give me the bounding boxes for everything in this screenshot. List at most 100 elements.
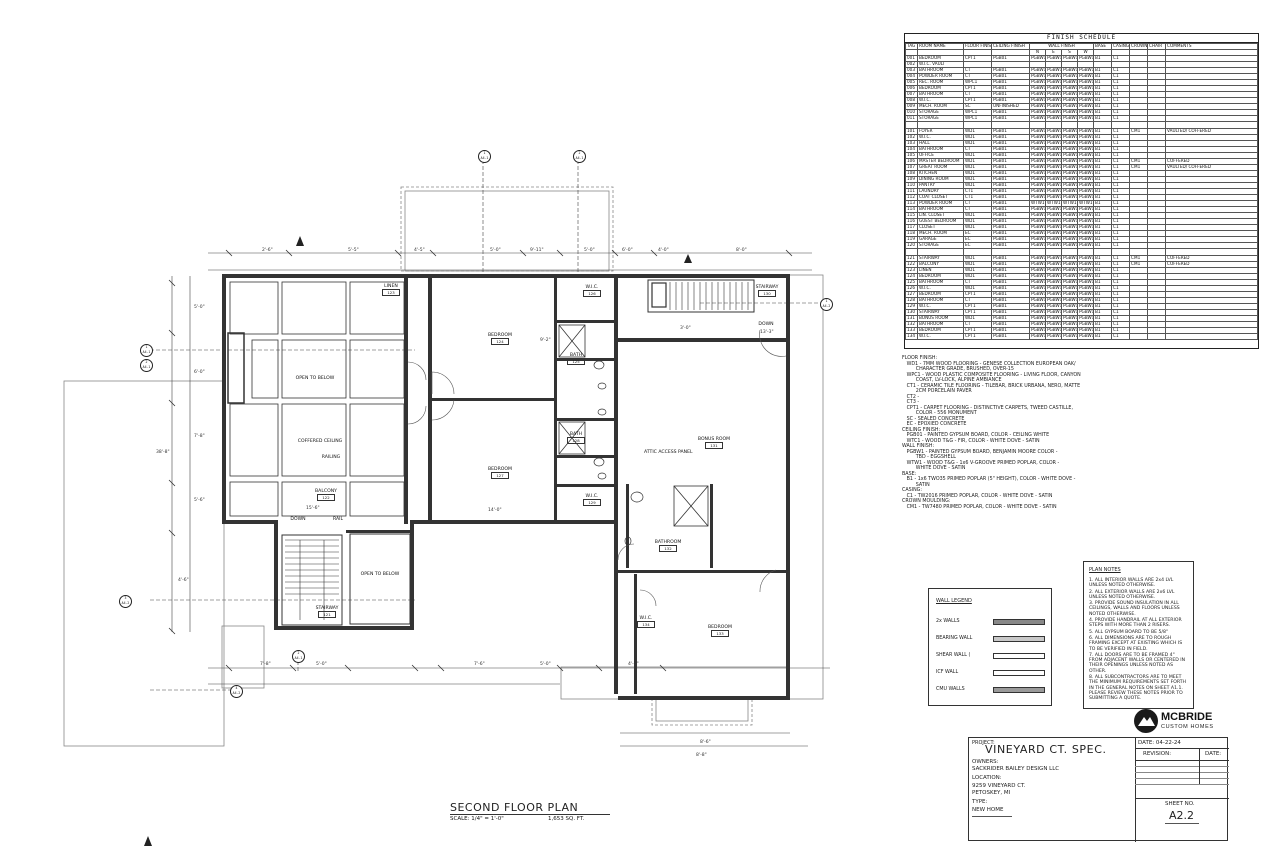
room-coffered-ceiling: COFFERED CEILING <box>296 439 344 444</box>
schedule-cell: PGBW1 <box>1061 224 1078 231</box>
schedule-cell: PGBW1 <box>1076 303 1095 310</box>
schedule-cell: PGBW1 <box>1029 194 1046 201</box>
schedule-cell: PGBW1 <box>1029 333 1046 340</box>
plan-note-item: 6. ALL DIMENSIONS ARE TO ROUGH FRAMING E… <box>1089 635 1183 652</box>
schedule-cell: PGBW1 <box>1076 67 1095 74</box>
dimension-ticks <box>168 249 793 672</box>
schedule-cell <box>1147 121 1167 129</box>
revision-date-label: DATE: <box>1205 751 1222 757</box>
schedule-cell: PGBW1 <box>1061 67 1078 74</box>
room-number: 134 <box>637 621 655 628</box>
room-name: STAIRWAY <box>755 285 779 290</box>
schedule-cell: PGBW1 <box>1061 91 1078 98</box>
sheet-label: SHEET NO. <box>1165 801 1195 807</box>
schedule-subheader-row: N E S W <box>905 49 1258 56</box>
room-name: OPEN TO BELOW <box>360 572 400 577</box>
finish-note-line: WTC1 - WOOD T&G - FIR, COLOR - WHITE DOV… <box>902 438 1040 444</box>
schedule-cell: PGBW1 <box>1076 170 1095 177</box>
schedule-cell: PGBW1 <box>1061 261 1078 268</box>
schedule-cell: PGBW1 <box>1076 315 1095 322</box>
finish-legend-notes: FLOOR FINISH: WD1 - 7MM WOOD FLOORING - … <box>902 356 1122 510</box>
dim-left-4: 5'-6" <box>194 498 205 503</box>
schedule-cell: PGBW1 <box>1076 285 1095 292</box>
schedule-cell <box>1165 121 1258 129</box>
schedule-cell: PGBW1 <box>1029 134 1046 141</box>
dim-top-5: 9'-11" <box>530 248 544 253</box>
rail-text: RAIL <box>332 517 344 522</box>
owners-value: SACKRIDER BAILEY DESIGN LLC <box>972 766 1060 772</box>
coffered-ceiling-grid <box>229 281 405 517</box>
schedule-cell <box>1129 248 1149 256</box>
down-text: DOWN <box>290 517 306 522</box>
schedule-cell: PGBW1 <box>1029 109 1046 116</box>
schedule-cell: PGBW1 <box>1029 128 1046 135</box>
schedule-cell: PGBW1 <box>1045 333 1062 340</box>
dim-bottom-4: 5'-0" <box>540 662 551 667</box>
schedule-cell: PGBW1 <box>1029 79 1046 86</box>
schedule-cell: PGBW1 <box>1045 285 1062 292</box>
schedule-cell: PGBW1 <box>1045 291 1062 298</box>
schedule-cell: PGBW1 <box>1076 291 1095 298</box>
schedule-cell <box>1061 248 1078 256</box>
schedule-cell: PGBW1 <box>1061 309 1078 316</box>
wall-legend-label: BEARING WALL <box>936 636 973 641</box>
schedule-cell <box>905 121 918 129</box>
schedule-cell: PGBW1 <box>1029 218 1046 225</box>
schedule-cell: PGBW1 <box>1029 158 1046 165</box>
down-text: DOWN <box>758 322 774 327</box>
schedule-cell: PGBW1 <box>1029 279 1046 286</box>
room-name: BONUS ROOM <box>697 437 731 442</box>
schedule-cell: PGBW1 <box>1045 206 1062 213</box>
schedule-cell: PGBW1 <box>1076 194 1095 201</box>
room-number: 123 <box>382 289 400 296</box>
schedule-cell: PGBW1 <box>1061 158 1078 165</box>
schedule-cell: PGBW1 <box>1045 194 1062 201</box>
plan-scale: SCALE: 1/4" = 1'-0" <box>450 816 504 822</box>
dim-bottom-1: 7'-8" <box>260 662 271 667</box>
schedule-cell: PGBW1 <box>1076 236 1095 243</box>
finish-schedule: FINISH SCHEDULE TAG ROOM NAME FLOOR FINI… <box>904 33 1259 349</box>
stair-treads-right <box>647 279 755 313</box>
schedule-cell: PGBW1 <box>1076 91 1095 98</box>
schedule-row <box>905 248 1258 256</box>
schedule-cell: PGBW1 <box>1029 55 1046 62</box>
schedule-cell: PGBW1 <box>1029 97 1046 104</box>
plan-note-item: 7. ALL DOORS ARE TO BE FRAMED 4" FROM AD… <box>1089 652 1186 674</box>
schedule-cell: PGBW1 <box>1076 255 1095 262</box>
schedule-cell: PGBW1 <box>1045 134 1062 141</box>
owners-label: OWNERS: <box>972 759 999 765</box>
schedule-cell: PGBW1 <box>1076 261 1095 268</box>
dim-top-2: 5'-5" <box>348 248 359 253</box>
schedule-cell: PGBW1 <box>1076 218 1095 225</box>
finish-schedule-table: TAG ROOM NAME FLOOR FINISH CEILING FINIS… <box>905 43 1258 340</box>
room-number: 124 <box>491 338 509 345</box>
schedule-cell: PGBW1 <box>1029 291 1046 298</box>
schedule-cell: PGBW1 <box>1045 182 1062 189</box>
room-open-to-below-1: OPEN TO BELOW <box>280 376 350 381</box>
schedule-cell: WTW1 <box>1061 200 1078 207</box>
walls <box>222 274 790 700</box>
plan-notes-title: PLAN NOTES <box>1089 567 1121 573</box>
schedule-cell: PGBW1 <box>1029 146 1046 153</box>
finish-note-line: WHITE DOVE - SATIN <box>902 466 966 471</box>
dim-top-3: 4'-5" <box>414 248 425 253</box>
schedule-cell <box>1076 121 1095 129</box>
schedule-cell: PGBW1 <box>1076 85 1095 92</box>
finish-note-line: WALL FINISH: <box>902 444 935 449</box>
col-casing: CASING <box>1111 43 1131 50</box>
down-label-upper: DOWN <box>756 322 776 327</box>
schedule-cell: PGBW1 <box>1045 55 1062 62</box>
schedule-cell: PGBW1 <box>1045 321 1062 328</box>
schedule-cell: PGBW1 <box>1045 327 1062 334</box>
schedule-cell <box>963 248 992 256</box>
room-number: 129 <box>583 499 601 506</box>
